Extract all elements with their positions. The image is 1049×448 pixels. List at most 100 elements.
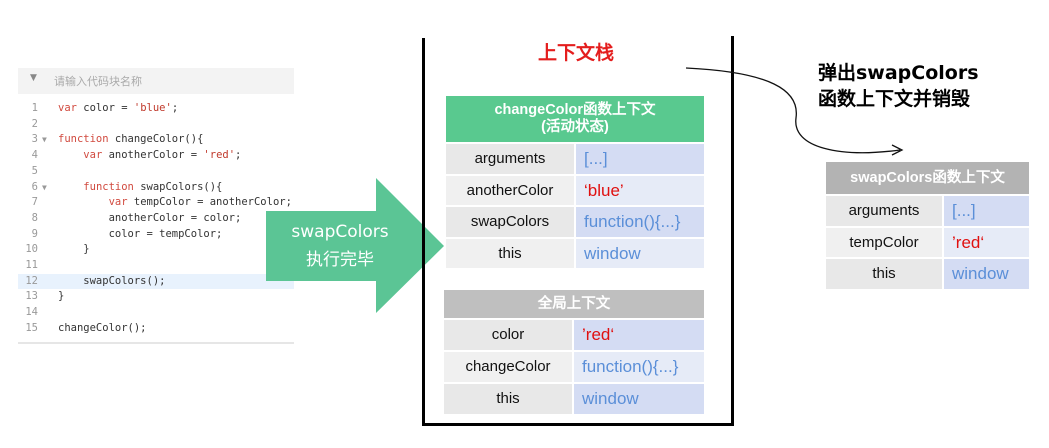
pop-context-note: 弹出swapColors 函数上下文并销毁 [818,60,1018,112]
collapse-caret-icon[interactable]: ▼ [30,73,37,83]
code-line[interactable]: 2 [18,117,294,132]
code-text[interactable]: var tempColor = anotherColor; [108,196,292,209]
code-line[interactable]: 5 [18,164,294,179]
changecolor-context-value: [...] [574,144,704,174]
code-line[interactable]: 13} [18,289,294,304]
stack-right-wall [731,36,734,426]
fold-toggle-icon[interactable]: ▼ [42,182,47,192]
global-context-key: changeColor [444,352,572,382]
line-number: 10 [25,243,38,256]
code-line[interactable]: 8 anotherColor = color; [18,211,294,226]
global-context-value: ’red‘ [572,320,704,350]
code-line[interactable]: 6 ▼ function swapColors(){ [18,180,294,195]
code-line[interactable]: 4 var anotherColor = 'red'; [18,148,294,163]
code-text[interactable]: color = tempColor; [58,227,223,240]
swapcolors-context-table: swapColors函数上下文 arguments[...]tempColor’… [826,162,1029,289]
swapcolors-context-row: tempColor’red‘ [826,225,1029,257]
line-number: 1 [31,102,38,114]
code-line[interactable]: 3 ▼ function changeColor(){ [18,132,294,147]
line-number: 4 [31,149,38,162]
code-block-name-placeholder[interactable]: 请输入代码块名称 [54,75,142,88]
line-number: 12 [25,274,38,287]
swapcolors-context-key: tempColor [826,227,942,257]
changecolor-context-status: (活动状态) [541,119,609,135]
changecolor-context-key: anotherColor [446,175,574,205]
code-text[interactable]: swapColors(); [58,274,166,287]
line-number: 15 [25,321,38,334]
pop-note-line1: 弹出swapColors [818,62,979,84]
changecolor-context-table: changeColor函数上下文 (活动状态) arguments[...]an… [446,96,704,268]
changecolor-context-rows: arguments[...]anotherColor‘blue’swapColo… [446,142,704,268]
arrow-label-line2: 执行完毕 [306,250,374,270]
context-stack-title: 上下文栈 [537,42,614,64]
code-text[interactable]: anotherColor = color; [58,211,242,224]
code-text[interactable]: } [58,243,90,256]
code-editor: ▼ 请输入代码块名称 1 var color = 'blue'; 2 3 ▼ functi… [18,68,294,344]
arrow-label-line1: swapColors [291,222,389,242]
line-number: 2 [31,117,38,130]
line-number: 6 [31,180,38,193]
code-line[interactable]: 11 [18,258,294,273]
swapcolors-context-row: arguments[...] [826,194,1029,226]
swapcolors-context-value: window [942,259,1029,289]
line-number: 9 [31,227,38,240]
line-number: 8 [31,211,38,224]
line-number: 7 [31,196,38,209]
code-line[interactable]: 9 color = tempColor; [18,227,294,242]
changecolor-context-key: swapColors [446,207,574,237]
changecolor-context-value: ‘blue’ [574,175,704,205]
changecolor-context-value: window [574,238,704,268]
changecolor-context-row: arguments[...] [446,142,704,174]
code-line[interactable]: 12 swapColors(); [18,273,294,289]
global-context-value: window [572,384,704,414]
code-text[interactable]: function changeColor(){ [58,133,204,146]
changecolor-context-key: this [446,238,574,268]
swapcolors-context-value: [...] [942,196,1029,226]
code-line[interactable]: 7 var tempColor = anotherColor; [18,195,294,210]
global-context-value: function(){...} [572,352,704,382]
line-number: 13 [25,290,38,303]
changecolor-context-header: changeColor函数上下文 (活动状态) [446,96,704,142]
swapcolors-context-value: ’red‘ [942,227,1029,257]
line-number: 11 [25,259,38,271]
execution-arrow-icon [266,178,444,313]
editor-scrollbar[interactable] [18,342,294,344]
global-context-key: this [444,384,572,414]
changecolor-context-key: arguments [446,144,574,174]
global-context-header: 全局上下文 [444,290,704,318]
global-context-row: color’red‘ [444,318,704,350]
code-text[interactable]: var anotherColor = 'red'; [83,149,242,162]
swapcolors-context-header: swapColors函数上下文 [826,162,1029,194]
code-text[interactable]: } [58,290,65,303]
stack-left-wall [422,38,425,426]
code-line[interactable]: 1 var color = 'blue'; [18,101,294,116]
code-block-name-bar[interactable]: ▼ 请输入代码块名称 [18,68,294,94]
swapcolors-context-key: this [826,259,942,289]
global-context-key: color [444,320,572,350]
changecolor-context-title: changeColor函数上下文 [494,102,656,118]
code-text[interactable]: function swapColors(){ [83,180,223,193]
changecolor-context-row: anotherColor‘blue’ [446,173,704,205]
line-number: 14 [25,306,38,319]
code-line[interactable]: 14 [18,305,294,320]
code-line[interactable]: 15 changeColor(); [18,321,294,336]
code-line[interactable]: 10 } [18,242,294,257]
line-number: 3 [31,133,38,146]
stack-bottom-wall [422,423,734,426]
swapcolors-context-key: arguments [826,196,942,226]
changecolor-context-value: function(){...} [574,207,704,237]
fold-toggle-icon[interactable]: ▼ [42,135,47,145]
code-text[interactable]: changeColor(); [58,321,147,334]
pop-note-line2: 函数上下文并销毁 [818,88,971,110]
code-text[interactable]: var color = 'blue'; [58,102,179,114]
line-number: 5 [31,164,38,177]
